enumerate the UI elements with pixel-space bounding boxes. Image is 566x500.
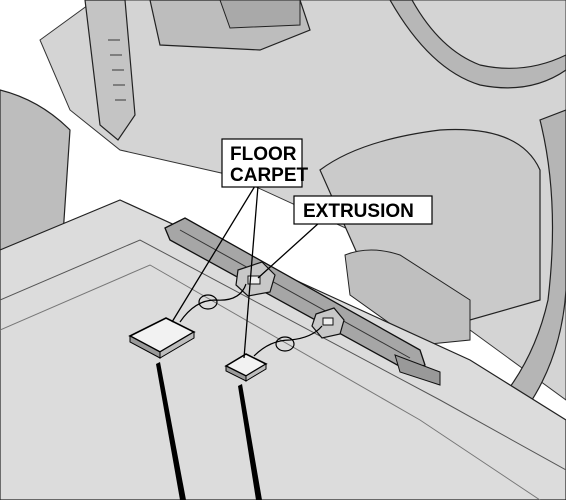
callout-floor-carpet-box: [221, 138, 303, 188]
floor-carpet-piece-small-side2: [245, 363, 267, 382]
door-sill-edge: [0, 239, 566, 471]
steering-wheel: [389, 0, 566, 89]
callout-floor-carpet-line2: CARPET: [230, 165, 309, 186]
callout-extrusion-label: EXTRUSION: [303, 201, 414, 222]
connection-loop-2: [275, 336, 295, 352]
extrusion-clip-upper-detail: [247, 275, 261, 285]
seat-rail-teeth: [108, 39, 126, 101]
callout-extrusion-box: [293, 195, 433, 225]
seat-rail: [84, 0, 136, 141]
door-sill-ridge: [0, 264, 541, 500]
pointer-arrow-left: [156, 362, 186, 500]
callout-extrusion: EXTRUSION: [293, 195, 433, 225]
connection-curve-1: [179, 283, 247, 323]
floor-carpet-piece-large-side2: [159, 331, 195, 359]
extrusion-channel-inner: [179, 229, 411, 359]
leader-floor-carpet-to-large: [171, 185, 256, 323]
seat-cushion-front: [344, 249, 471, 346]
extrusion-clip-lower-detail: [322, 317, 334, 326]
leader-floor-carpet-to-small: [243, 185, 259, 359]
extrusion-end-clip: [394, 354, 441, 386]
connection-curve-2: [253, 325, 323, 357]
connection-loop-1: [198, 294, 218, 310]
leader-extrusion: [257, 221, 321, 279]
leader-lines: [171, 185, 321, 359]
dashboard-piece: [219, 0, 301, 29]
callout-floor-carpet: FLOOR CARPET: [221, 138, 309, 188]
door-frame-left: [0, 89, 71, 271]
door-sill: [0, 199, 566, 500]
seat-cushion: [319, 128, 541, 321]
callout-floor-carpet-line1: FLOOR: [230, 144, 297, 165]
pointer-arrow-right: [238, 384, 262, 500]
extrusion-channel: [164, 217, 426, 373]
